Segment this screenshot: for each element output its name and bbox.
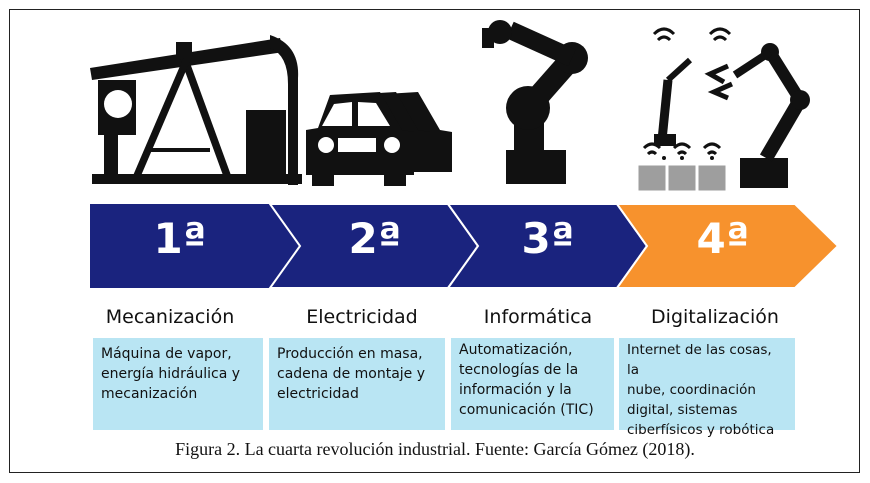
description-line: Máquina de vapor,	[101, 346, 232, 362]
figure-caption: Figura 2. La cuarta revolución industria…	[175, 439, 695, 459]
connected-robots-icon	[637, 27, 810, 192]
stage-2-description: Producción en masa, cadena de montaje y …	[269, 338, 445, 430]
description-line: mecanización	[101, 386, 198, 402]
stage-4-arrow	[615, 203, 840, 289]
description-line: digital, sistemas	[627, 402, 738, 418]
description-line: Internet de las cosas, la	[627, 342, 772, 378]
description-line: comunicación (TIC)	[459, 402, 594, 418]
stage-2-number: 2ª	[348, 214, 402, 263]
stage-4-number: 4ª	[696, 214, 750, 263]
stage-1-number: 1ª	[153, 214, 207, 263]
description-line: información y la	[459, 382, 572, 398]
stage-2-title: Electricidad	[306, 306, 418, 328]
stage-3-description: Automatización, tecnologías de la inform…	[451, 338, 614, 430]
stage-3-title: Informática	[483, 306, 593, 328]
description-line: ciberfísicos y robótica	[627, 422, 775, 438]
stage-1-title: Mecanización	[105, 306, 235, 328]
description-line: electricidad	[277, 386, 359, 402]
stage-1-arrow	[90, 204, 300, 288]
description-line: cadena de montaje y	[277, 366, 426, 382]
description-line: nube, coordinación	[627, 382, 756, 398]
stage-3-number: 3ª	[521, 214, 575, 263]
robot-arm-icon	[482, 20, 588, 184]
stage-4-title: Digitalización	[651, 306, 779, 328]
oil-pump-jack-icon	[90, 35, 302, 185]
car-assembly-icon	[306, 92, 452, 186]
description-line: Automatización,	[459, 342, 573, 358]
stage-4-description: Internet de las cosas, la nube, coordina…	[619, 338, 795, 438]
description-line: Producción en masa,	[277, 346, 423, 362]
description-line: tecnologías de la	[459, 362, 579, 378]
stage-1-description: Máquina de vapor, energía hidráulica y m…	[93, 338, 263, 430]
description-line: energía hidráulica y	[101, 366, 241, 382]
